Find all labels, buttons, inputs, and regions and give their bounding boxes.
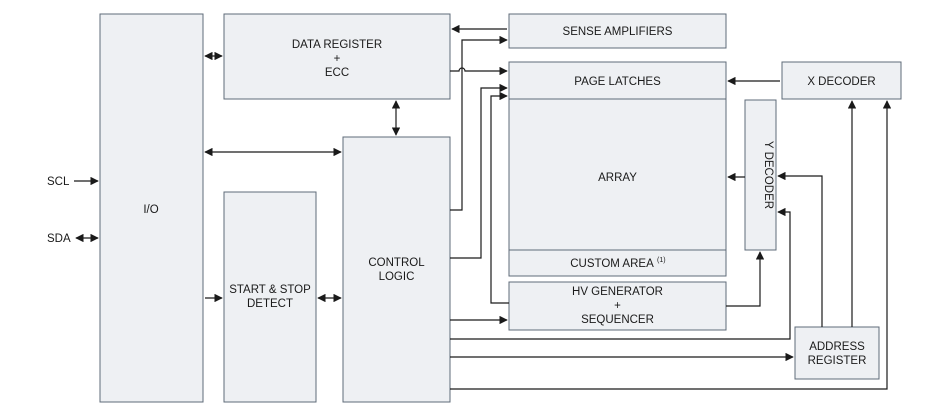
svg-text:SENSE AMPLIFIERS: SENSE AMPLIFIERS xyxy=(563,26,673,38)
control-to-page-latches-arrow xyxy=(450,83,508,259)
sda-label: SDA xyxy=(47,233,71,245)
io-block: I/O xyxy=(99,13,204,403)
svg-text:Y DECODER: Y DECODER xyxy=(762,141,774,209)
svg-text:LOGIC: LOGIC xyxy=(379,271,415,283)
y-decoder-block: Y DECODER xyxy=(744,99,777,251)
svg-text:CUSTOM AREA: CUSTOM AREA xyxy=(570,258,654,270)
svg-text:+: + xyxy=(334,53,341,65)
svg-text:PAGE LATCHES: PAGE LATCHES xyxy=(574,76,661,88)
control-to-sense-amp-arrow xyxy=(450,35,508,211)
hv-to-y-decoder-arrow xyxy=(726,251,765,307)
address-register-block: ADDRESS REGISTER xyxy=(794,326,880,380)
svg-text:DETECT: DETECT xyxy=(247,298,293,310)
svg-text:ADDRESS: ADDRESS xyxy=(809,341,865,353)
svg-text:ARRAY: ARRAY xyxy=(598,172,637,184)
control-logic-block: CONTROL LOGIC xyxy=(342,136,451,403)
svg-text:(1): (1) xyxy=(657,257,666,264)
svg-text:X DECODER: X DECODER xyxy=(807,76,875,88)
svg-text:DATA REGISTER: DATA REGISTER xyxy=(292,39,382,51)
svg-text:START & STOP: START & STOP xyxy=(229,284,311,296)
svg-text:I/O: I/O xyxy=(143,204,158,216)
svg-text:ECC: ECC xyxy=(325,67,349,79)
array-block: ARRAY xyxy=(508,98,727,251)
svg-text:+: + xyxy=(614,300,621,312)
custom-area-block: CUSTOM AREA (1) xyxy=(508,249,727,277)
x-decoder-block: X DECODER xyxy=(781,61,902,100)
address-to-y-decoder-upper-arrow xyxy=(777,171,823,327)
data-register-block: DATA REGISTER + ECC xyxy=(223,13,451,100)
hv-to-array-arrow xyxy=(490,91,509,304)
svg-text:SEQUENCER: SEQUENCER xyxy=(581,314,654,326)
control-to-y-decoder-lower-arrow xyxy=(450,207,791,340)
hv-generator-block: HV GENERATOR + SEQUENCER xyxy=(508,281,727,331)
control-to-x-decoder-arrow xyxy=(450,100,892,390)
scl-label: SCL xyxy=(47,176,70,188)
page-latches-block: PAGE LATCHES xyxy=(508,61,727,100)
svg-text:REGISTER: REGISTER xyxy=(808,355,867,367)
svg-text:CONTROL: CONTROL xyxy=(368,257,425,269)
data-register-to-page-latches-arrow xyxy=(450,66,508,76)
svg-text:HV GENERATOR: HV GENERATOR xyxy=(572,286,663,298)
start-stop-detect-block: START & STOP DETECT xyxy=(223,191,317,403)
sense-amplifiers-block: SENSE AMPLIFIERS xyxy=(508,13,727,49)
